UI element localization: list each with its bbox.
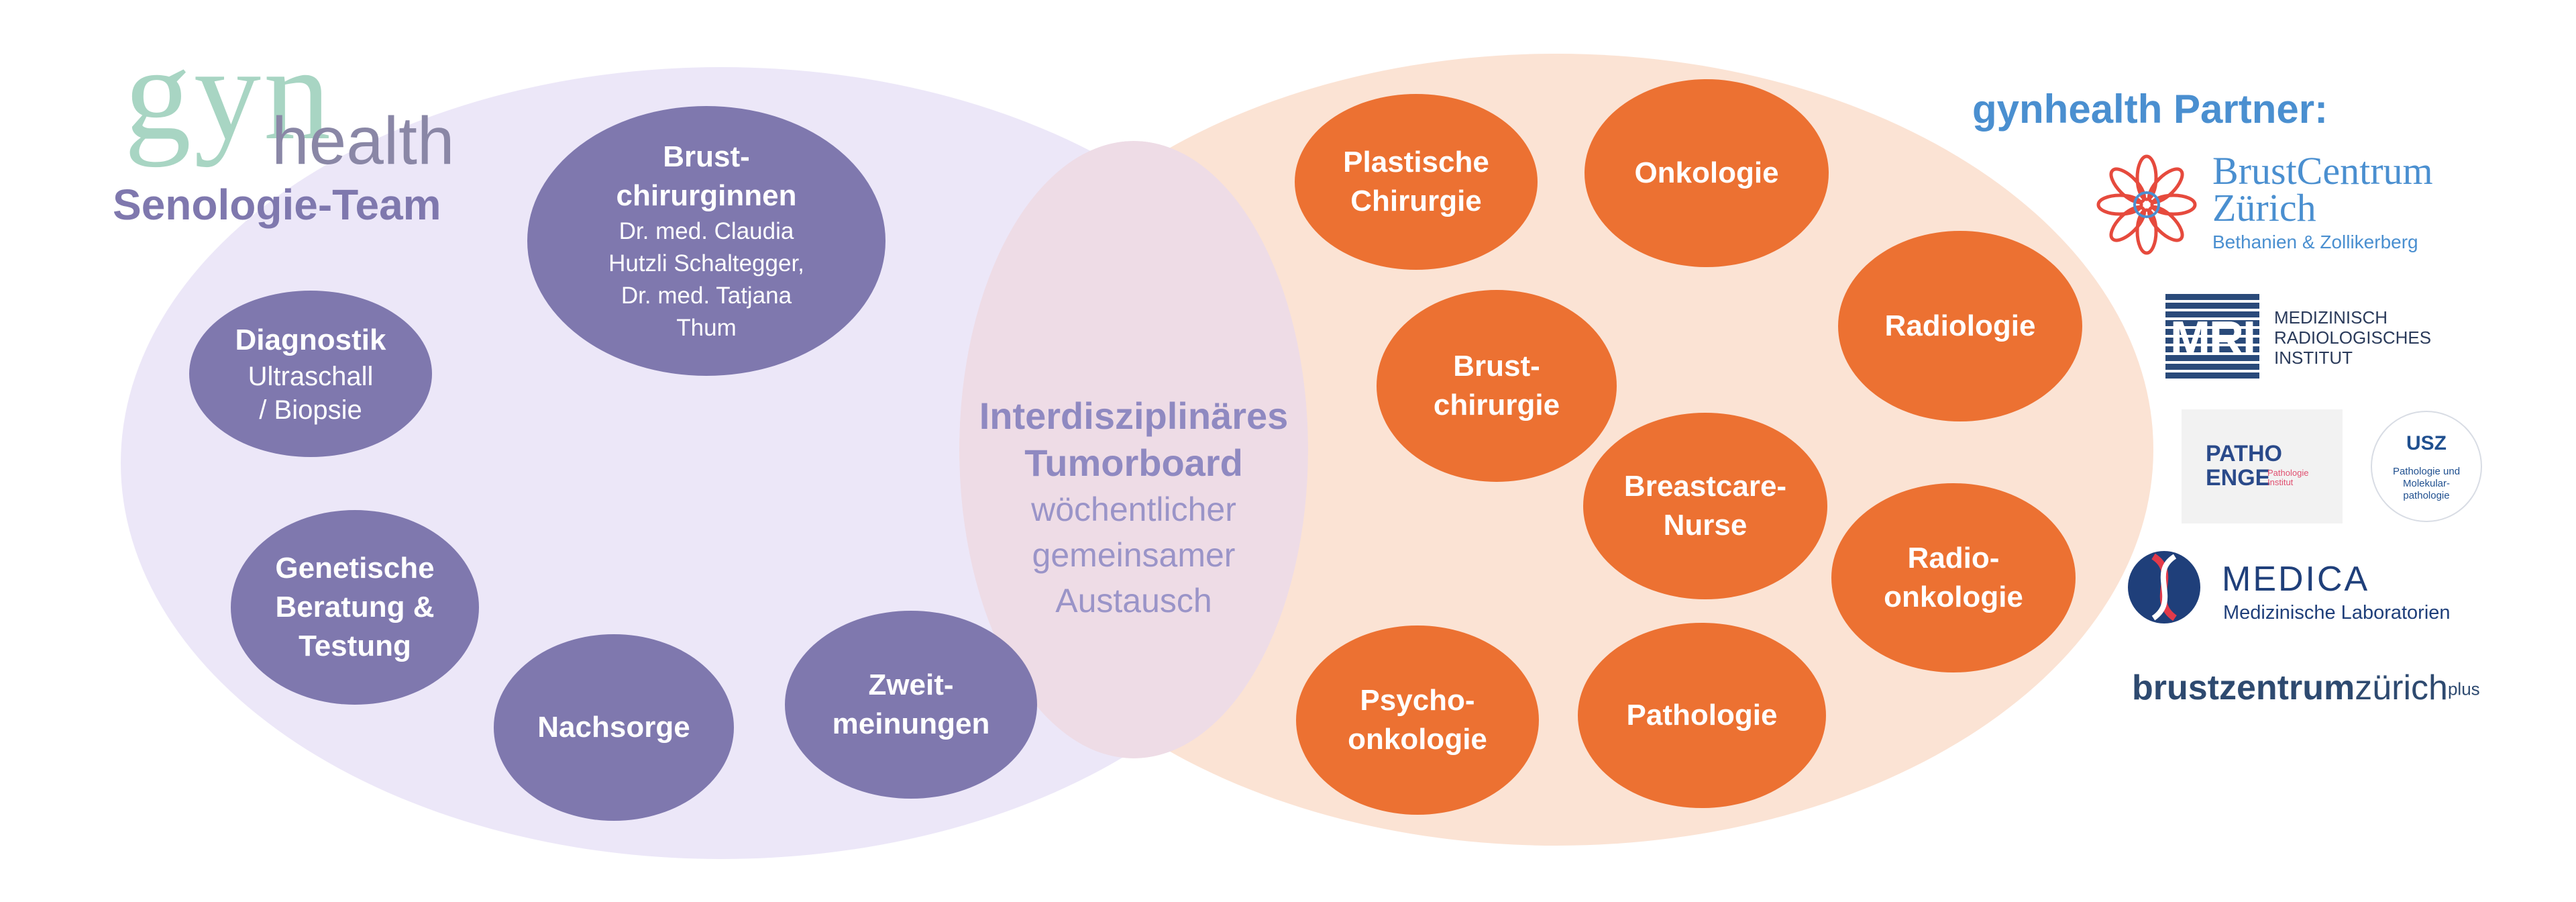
pathoenge-logo: PATHO ENGE Pathologie Institut (2182, 409, 2343, 523)
usz-line3: pathologie (2403, 490, 2450, 501)
node-breastcare-nurse: Breastcare- Nurse (1583, 413, 1827, 599)
node-radioonkologie: Radio- onkologie (1831, 483, 2076, 672)
brustchirurgie-line2: chirurgie (1433, 389, 1560, 421)
tumorboard-block: Interdisziplinäres Tumorboard wöchentlic… (926, 393, 1342, 623)
node-brustchirurgie: Brust- chirurgie (1377, 290, 1617, 482)
nachsorge-line1: Nachsorge (537, 711, 690, 744)
plastische-line2: Chirurgie (1350, 185, 1482, 217)
genetische-line3: Testung (299, 630, 411, 662)
node-psychoonkologie: Psycho- onkologie (1296, 625, 1539, 815)
mri-line3: INSTITUT (2274, 348, 2353, 368)
zweitmeinungen-line2: meinungen (832, 707, 990, 740)
diagnostik-sub2: / Biopsie (259, 395, 362, 425)
logo-gyn: gyn (124, 19, 333, 168)
node-plastische-chirurgie: Plastische Chirurgie (1295, 94, 1538, 270)
pathoenge-line2: ENGE (2206, 465, 2271, 491)
node-genetische-beratung: Genetische Beratung & Testung (231, 510, 479, 705)
node-radiologie: Radiologie (1838, 231, 2082, 421)
brustchirurginnen-sub2: Hutzli Schaltegger, (608, 250, 804, 277)
logo-health: health (272, 103, 455, 179)
dna-icon (2128, 551, 2200, 623)
mri-logo: MRI MEDIZINISCH RADIOLOGISCHES INSTITUT (2165, 294, 2447, 381)
pathoenge-small2: Institut (2267, 477, 2294, 487)
pathologie-line1: Pathologie (1626, 699, 1778, 732)
usz-logo: USZ Pathologie und Molekular- pathologie (2371, 411, 2482, 522)
gyn-logo-text: gyn (124, 27, 333, 161)
brustchirurginnen-sub3: Dr. med. Tatjana (621, 283, 792, 309)
radiologie-line1: Radiologie (1884, 309, 2036, 342)
brustcentrum-line2: Zürich (2212, 186, 2316, 230)
brustzentrum-part1: brustzentrum (2132, 668, 2355, 707)
usz-line2: Molekular- (2402, 478, 2451, 489)
zweitmeinungen-line1: Zweit- (868, 668, 954, 701)
node-onkologie: Onkologie (1585, 79, 1829, 267)
radioonkologie-line2: onkologie (1884, 581, 2023, 613)
health-logo-text: health (272, 104, 454, 178)
usz-line1: Pathologie und (2392, 466, 2461, 477)
brustcentrum-line3: Bethanien & Zollikerberg (2212, 232, 2418, 252)
team-title: Senologie-Team (113, 181, 441, 229)
brustcentrum-line1: BrustCentrum (2212, 149, 2433, 193)
mri-mark: MRI (2165, 294, 2259, 381)
tumorboard-heading-1: Interdisziplinäres (979, 395, 1289, 437)
brustchirurginnen-sub4: Thum (676, 315, 737, 341)
medica-sub: Medizinische Laboratorien (2223, 602, 2451, 623)
psychoonkologie-line2: onkologie (1348, 723, 1487, 756)
pathoenge-small1: Pathologie (2267, 468, 2309, 478)
radioonkologie-line1: Radio- (1907, 542, 2000, 574)
diagnostik-line1: Diagnostik (235, 323, 386, 356)
node-pathologie: Pathologie (1578, 623, 1826, 808)
diagnostik-sub1: Ultraschall (248, 362, 374, 391)
tumorboard-heading-2: Tumorboard (1024, 442, 1243, 484)
tumorboard-sub-3: Austausch (1055, 582, 1212, 619)
tumorboard-sub-2: gemeinsamer (1032, 536, 1236, 574)
brustzentrum-sup: plus (2447, 679, 2480, 699)
brustzentrum-part2: zürich (2355, 668, 2448, 707)
mri-mark-text: MRI (2170, 312, 2256, 366)
mri-line1: MEDIZINISCH (2274, 307, 2387, 328)
genetische-line2: Beratung & (275, 591, 435, 623)
pathoenge-line1: PATHO (2206, 441, 2282, 466)
onkologie-line1: Onkologie (1634, 156, 1779, 189)
breastcare-line2: Nurse (1663, 509, 1748, 542)
mri-line2: RADIOLOGISCHES (2274, 328, 2432, 348)
genetische-line1: Genetische (275, 552, 435, 585)
node-diagnostik: Diagnostik Ultraschall / Biopsie (189, 291, 432, 457)
breastcare-line1: Breastcare- (1623, 470, 1787, 503)
brustzentrum-logo: brustzentrumzürichplus (2132, 668, 2508, 715)
node-zweitmeinungen: Zweit- meinungen (785, 611, 1037, 799)
psychoonkologie-line1: Psycho- (1360, 684, 1475, 717)
brustchirurginnen-line2: chirurginnen (616, 179, 797, 212)
node-nachsorge: Nachsorge (494, 634, 734, 821)
usz-mark: USZ (2406, 432, 2447, 454)
plastische-line1: Plastische (1343, 146, 1489, 179)
medica-name: MEDICA (2222, 560, 2370, 599)
node-brustchirurginnen: Brust- chirurginnen Dr. med. Claudia Hut… (527, 106, 885, 376)
medica-logo: MEDICA Medizinische Laboratorien (2127, 547, 2489, 634)
tumorboard-sub-1: wöchentlicher (1031, 491, 1236, 528)
partner-title: gynhealth Partner: (1972, 87, 2328, 132)
brustchirurgie-line1: Brust- (1453, 350, 1540, 383)
flower-icon (2096, 154, 2197, 255)
brustcentrum-logo: BrustCentrum Zürich Bethanien & Zolliker… (2093, 151, 2522, 258)
brustchirurginnen-line1: Brust- (663, 140, 750, 173)
brustchirurginnen-sub1: Dr. med. Claudia (619, 218, 794, 244)
